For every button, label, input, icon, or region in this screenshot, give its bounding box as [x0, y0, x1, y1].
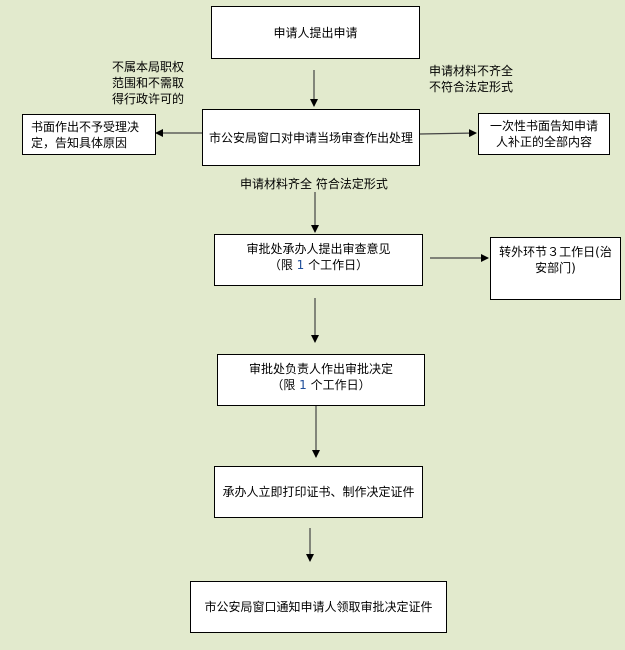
node-apply-text: 申请人提出申请 [273, 25, 358, 40]
node-decision: 审批处负责人作出审批决定 （限 1 个工作日） [217, 354, 425, 406]
node-opinion: 审批处承办人提出审查意见 （限 1 个工作日） [214, 234, 423, 286]
label-complete: 申请材料齐全 符合法定形式 [240, 177, 388, 191]
arrow-review-to-supplement [419, 129, 477, 138]
label-not-in-scope: 不属本局职权 范围和不需取 得行政许可的 [112, 60, 185, 106]
node-review: 市公安局窗口对申请当场审查作出处理 [202, 109, 420, 166]
label-incomplete: 申请材料不齐全 不符合法定形式 [429, 64, 514, 94]
node-review-text: 市公安局窗口对申请当场审查作出处理 [208, 130, 413, 145]
node-external: 转外环节３工作日(治 安部门) [490, 237, 621, 300]
node-supplement: 一次性书面告知申请 人补正的全部内容 [478, 113, 610, 155]
node-notify: 市公安局窗口通知申请人领取审批决定证件 [190, 581, 447, 633]
node-print: 承办人立即打印证书、制作决定证件 [214, 466, 423, 518]
node-reject: 书面作出不予受理决 定，告知具体原因 [22, 114, 156, 155]
node-apply: 申请人提出申请 [211, 6, 420, 59]
